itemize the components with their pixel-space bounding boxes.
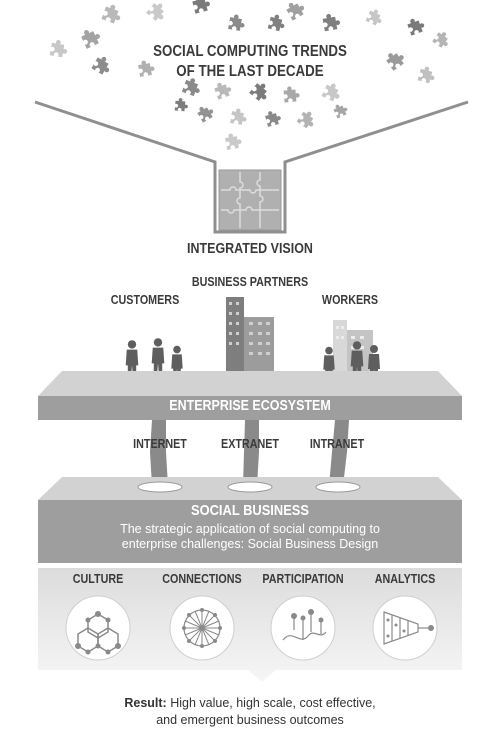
internet-label: INTERNET (133, 437, 187, 451)
result-statement: Result: High value, high scale, cost eff… (0, 695, 500, 729)
pillar-culture-label: CULTURE (72, 572, 124, 586)
pillar-analytics-label: ANALYTICS (374, 572, 436, 586)
pillar-connections-label: CONNECTIONS (162, 572, 242, 586)
result-text-line1: High value, high scale, cost effective, (170, 696, 376, 710)
funnel-icon (383, 611, 434, 645)
participation-wave-icon (282, 609, 327, 641)
enterprise-ecosystem-platform (38, 371, 462, 420)
integrated-vision-label: INTEGRATED VISION (187, 241, 313, 257)
office-building-icon (226, 297, 274, 380)
social-business-description: The strategic application of social comp… (38, 522, 462, 552)
result-text-line2: and emergent business outcomes (156, 713, 344, 727)
diagram-title-line2: OF THE LAST DECADE (176, 63, 324, 80)
social-business-line1: The strategic application of social comp… (120, 522, 380, 536)
result-line1: Result: High value, high scale, cost eff… (0, 695, 500, 712)
network-connectors (150, 420, 349, 486)
social-business-title: SOCIAL BUSINESS (190, 502, 310, 519)
enterprise-ecosystem-label: ENTERPRISE ECOSYSTEM (169, 398, 331, 414)
extranet-label: EXTRANET (221, 437, 279, 451)
business-partners-label: BUSINESS PARTNERS (191, 275, 309, 289)
workers-label: WORKERS (321, 293, 379, 307)
intranet-label: INTRANET (309, 437, 365, 451)
social-business-platform (38, 477, 462, 563)
pillars-panel (38, 568, 462, 682)
network-star-icon (182, 608, 222, 648)
pillar-participation-label: PARTICIPATION (262, 572, 344, 586)
diagram-title-line1: SOCIAL COMPUTING TRENDS (153, 43, 347, 60)
funnel (34, 100, 469, 234)
result-prefix: Result: (124, 696, 167, 710)
assembled-puzzle-icon (218, 169, 282, 231)
hexagon-network-icon (75, 611, 121, 655)
customers-label: CUSTOMERS (110, 293, 180, 307)
social-business-line2: enterprise challenges: Social Business D… (121, 537, 379, 551)
